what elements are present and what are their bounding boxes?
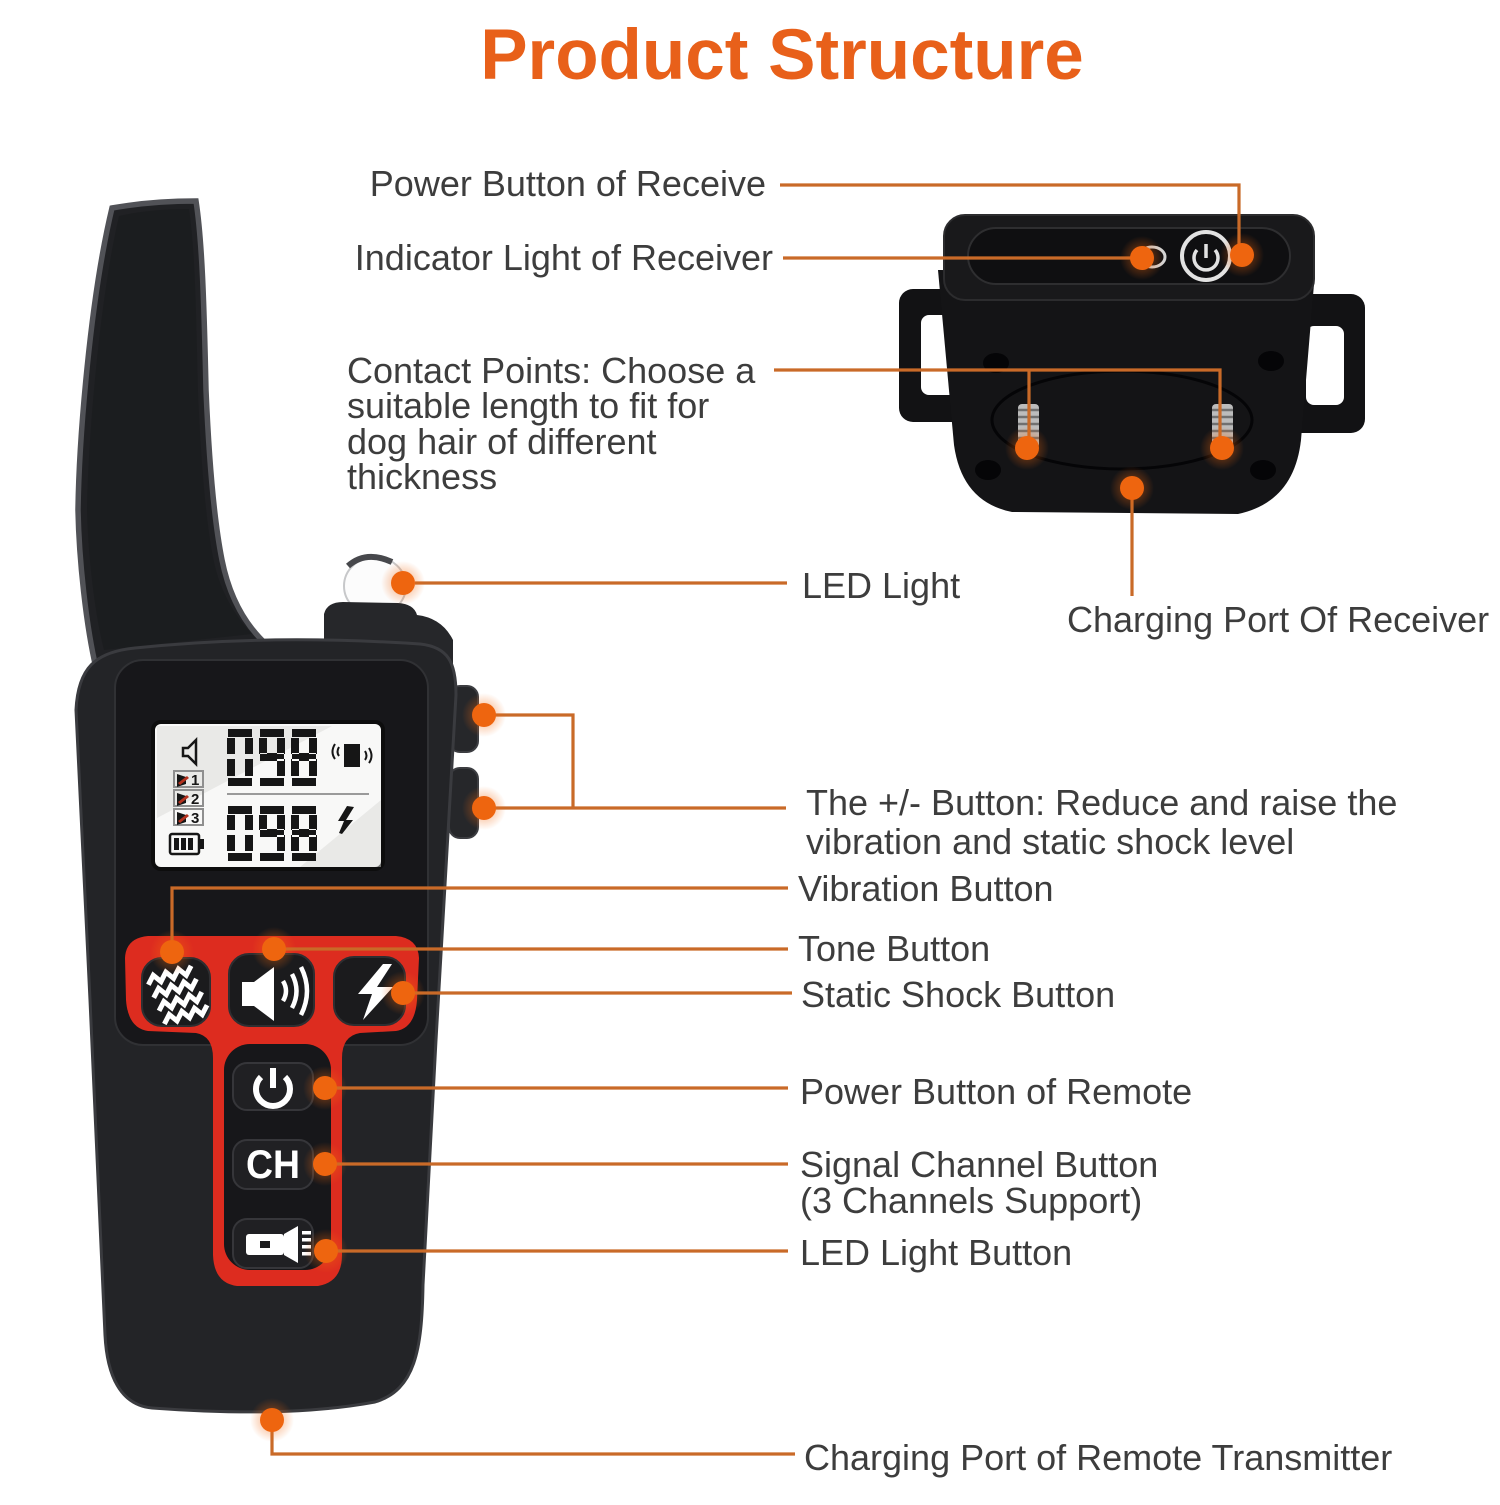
svg-text:1: 1 (191, 772, 199, 789)
svg-text:CH: CH (246, 1143, 300, 1187)
svg-text:Contact Points: Choose a: Contact Points: Choose a (347, 350, 756, 391)
svg-text:LED Light: LED Light (802, 565, 960, 606)
svg-text:Power Button of Receive: Power Button of Receive (370, 163, 766, 204)
svg-text:vibration and static shock lev: vibration and static shock level (806, 821, 1294, 862)
svg-text:Static Shock Button: Static Shock Button (801, 974, 1115, 1015)
svg-text:Charging Port Of Receiver: Charging Port Of Receiver (1067, 599, 1489, 640)
svg-text:dog hair of different: dog hair of different (347, 421, 657, 462)
svg-text:LED Light Button: LED Light Button (800, 1232, 1072, 1273)
svg-text:Vibration Button: Vibration Button (798, 868, 1054, 909)
svg-text:thickness: thickness (347, 456, 497, 497)
svg-text:Product Structure: Product Structure (480, 16, 1084, 95)
svg-text:(3 Channels Support): (3 Channels Support) (800, 1180, 1142, 1221)
svg-text:Indicator Light of Receiver: Indicator Light of Receiver (355, 237, 773, 278)
svg-text:Power Button of Remote: Power Button of Remote (800, 1071, 1192, 1112)
svg-text:The +/- Button: Reduce and rai: The +/- Button: Reduce and raise the (806, 782, 1397, 823)
svg-text:suitable length to fit for: suitable length to fit for (347, 385, 709, 426)
svg-text:Tone Button: Tone Button (798, 928, 990, 969)
svg-text:2: 2 (191, 791, 199, 808)
svg-text:3: 3 (191, 810, 199, 827)
svg-text:Signal Channel Button: Signal Channel Button (800, 1144, 1158, 1185)
svg-text:Charging Port of Remote Transm: Charging Port of Remote Transmitter (804, 1437, 1392, 1478)
